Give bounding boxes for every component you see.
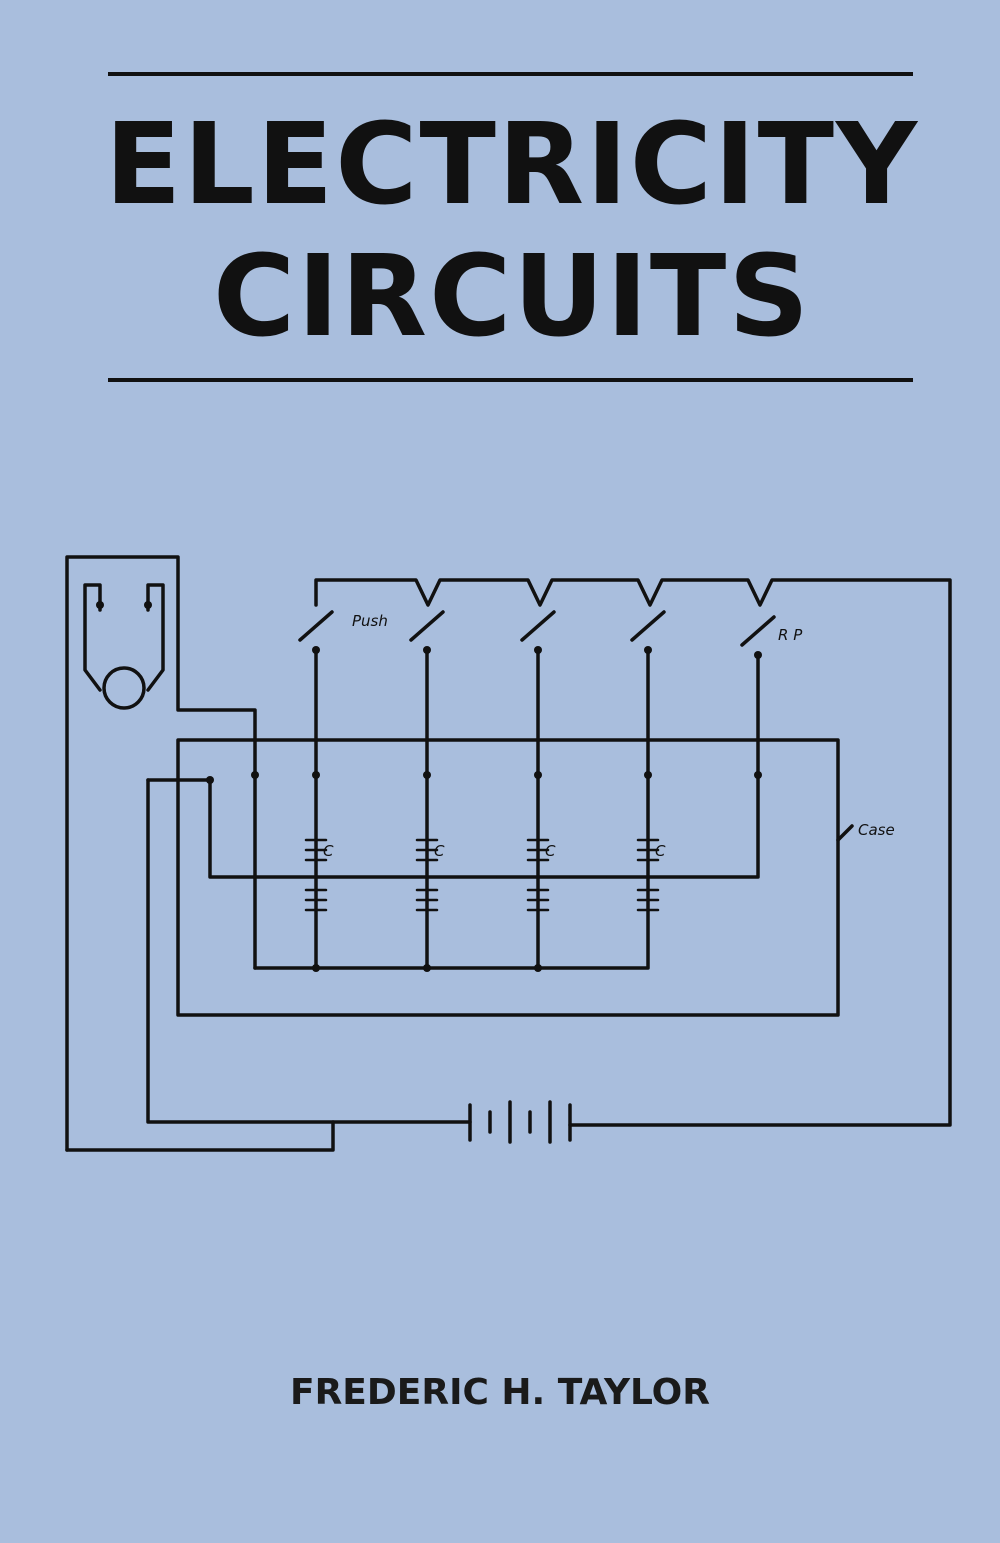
coil-icons [274,838,680,912]
push-label: Push [352,612,388,630]
case-box [176,738,840,1017]
coil-label: C [545,842,556,860]
bottom-rule [108,378,913,382]
lamp-bulb-icon [102,666,146,710]
push-switch-icons [298,610,776,647]
lamp-inner [83,583,165,692]
author-name: FREDERIC H. TAYLOR [289,1372,710,1413]
lamp-housing [65,555,257,1152]
coil-label: C [323,842,334,860]
title-line-1: ELECTRICITY [104,100,920,230]
case-label: Case [858,821,895,839]
coil-label: C [655,842,666,860]
title-line-2: CIRCUITS [213,232,811,362]
battery-icon [468,1100,572,1144]
coil-label: C [434,842,445,860]
top-rule [108,72,913,76]
rp-label: R P [778,626,803,644]
